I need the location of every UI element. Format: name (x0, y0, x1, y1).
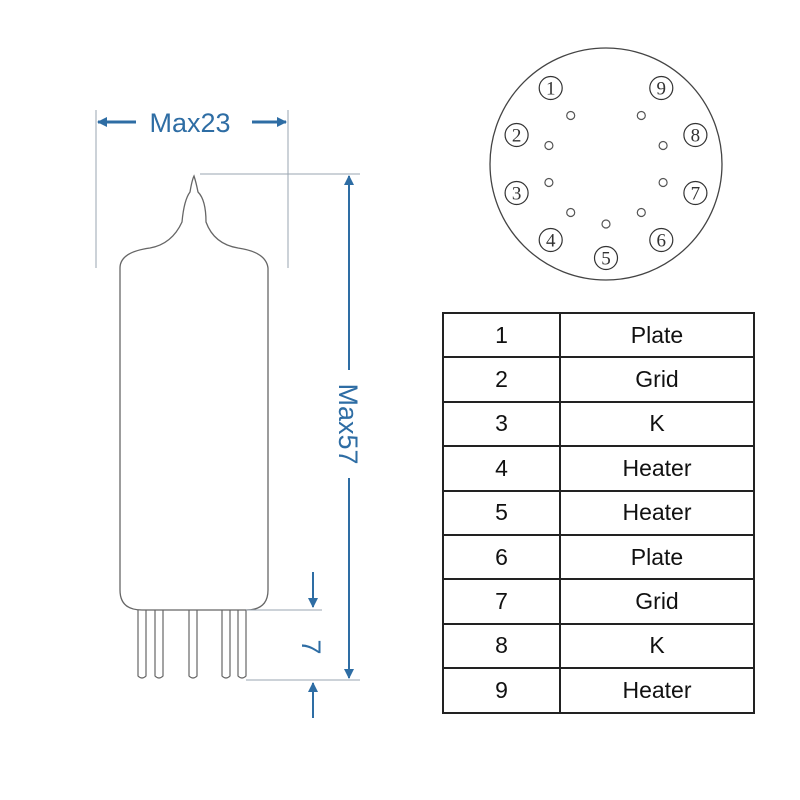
pin-length-label: 7 (296, 639, 326, 654)
pin-number-label: 3 (512, 184, 522, 205)
pin-number-circle (649, 227, 674, 253)
pin-number: 5 (593, 245, 619, 271)
pin-cell: 8 (442, 622, 561, 670)
pin-number-circle (504, 122, 529, 148)
pin-number-circle (538, 75, 563, 101)
pin-number: 3 (504, 180, 529, 206)
pin-number-circle (593, 245, 619, 271)
pin-hole (566, 207, 576, 218)
function-cell: K (559, 400, 755, 448)
width-dimension: Max23 (97, 108, 287, 138)
function-cell: Grid (559, 578, 755, 625)
width-label: Max23 (149, 108, 230, 138)
function-cell: Heater (559, 667, 755, 714)
base-pinout: 1 2 3 4 5 6 7 8 9 (489, 47, 723, 281)
pin-number: 8 (683, 122, 708, 148)
function-cell: Grid (559, 356, 755, 403)
pin-number-circle (683, 122, 708, 148)
pin-number-circle (504, 180, 529, 206)
pin-number-label: 8 (691, 126, 701, 147)
pin-hole (636, 110, 646, 121)
pin-number-label: 9 (657, 79, 667, 100)
function-cell: Plate (559, 311, 755, 359)
pin-cell: 1 (442, 311, 561, 359)
pin-cell: 6 (442, 533, 561, 581)
function-cell: K (559, 622, 755, 670)
tube-outline (119, 174, 269, 611)
tube-pins (137, 610, 247, 679)
pin-hole (636, 207, 646, 218)
pin-cell: 5 (442, 489, 561, 536)
pin-hole (658, 177, 668, 188)
function-cell: Heater (559, 489, 755, 536)
function-cell: Plate (559, 533, 755, 581)
pin-number-label: 6 (657, 231, 667, 252)
pin-cell: 3 (442, 400, 561, 448)
pin-hole (544, 177, 554, 188)
pin-number-label: 1 (546, 79, 556, 100)
pin-hole (566, 110, 576, 121)
pin-cell: 2 (442, 356, 561, 403)
base-circle (489, 47, 723, 281)
height-label: Max57 (333, 383, 363, 464)
pin-number: 2 (504, 122, 529, 148)
pin-holes (544, 110, 668, 229)
pin-number-label: 4 (546, 231, 556, 252)
dimension-guides (95, 110, 360, 681)
pin-number-circle (649, 75, 674, 101)
pin-hole (658, 140, 668, 151)
pin-number-label: 5 (601, 249, 611, 270)
pin-cell: 7 (442, 578, 561, 625)
pin-number: 7 (683, 180, 708, 206)
pin-cell: 9 (442, 667, 561, 714)
pin-number-label: 2 (512, 126, 522, 147)
pin-cell: 4 (442, 445, 561, 492)
height-dimension: Max57 (333, 175, 363, 679)
pin-number: 4 (538, 227, 563, 253)
pin-number: 6 (649, 227, 674, 253)
pin-number-circle (683, 180, 708, 206)
pin-hole (601, 219, 611, 229)
pin-number-circle (538, 227, 563, 253)
pin-length-dimension: 7 (296, 572, 326, 718)
pin-number: 1 (538, 75, 563, 101)
pin-labels: 1 2 3 4 5 6 7 8 9 (504, 75, 708, 271)
pin-hole (544, 140, 554, 151)
pin-number: 9 (649, 75, 674, 101)
pin-number-label: 7 (691, 184, 701, 205)
function-cell: Heater (559, 445, 755, 492)
